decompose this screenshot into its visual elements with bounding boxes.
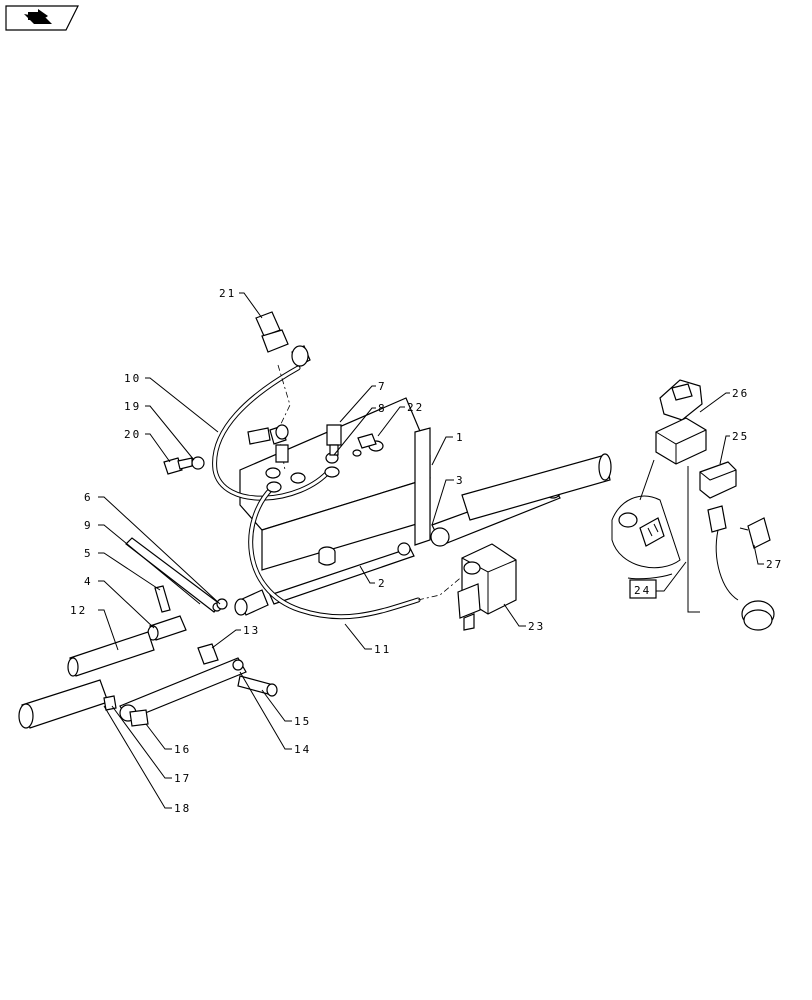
callout-15: 15 [294, 715, 311, 728]
callout-7: 7 [378, 380, 387, 393]
callout-14: 14 [294, 743, 311, 756]
callout-17: 17 [174, 772, 191, 785]
callout-5: 5 [84, 547, 93, 560]
callout-22: 22 [407, 401, 424, 414]
main-frame-drawing [234, 397, 612, 616]
callout-9: 9 [84, 519, 93, 532]
hose-drawing [212, 364, 471, 620]
callout-1: 1 [456, 431, 465, 444]
valve-drawing [457, 543, 517, 631]
callout-12: 12 [70, 604, 87, 617]
callout-20: 20 [124, 428, 141, 441]
callout-10: 10 [124, 372, 141, 385]
callout-24: 24 [634, 584, 651, 597]
callout-2: 2 [378, 577, 387, 590]
callout-27: 27 [766, 558, 783, 571]
callout-labels: 21 10 19 20 7 8 22 1 3 6 9 5 4 12 13 2 1… [70, 287, 783, 815]
callout-11: 11 [374, 643, 391, 656]
return-button[interactable] [5, 5, 79, 31]
callout-3: 3 [456, 474, 465, 487]
callout-18: 18 [174, 802, 191, 815]
return-arrow-icon [24, 9, 52, 24]
callout-26: 26 [732, 387, 749, 400]
callout-6: 6 [84, 491, 93, 504]
inset-drawing [611, 379, 775, 631]
label-24-box [629, 579, 657, 599]
callout-25: 25 [732, 430, 749, 443]
callout-16: 16 [174, 743, 191, 756]
callout-8: 8 [378, 402, 387, 415]
link-parts-drawing [18, 537, 278, 729]
callout-13: 13 [243, 624, 260, 637]
callout-4: 4 [84, 575, 93, 588]
callout-19: 19 [124, 400, 141, 413]
leader-lines [98, 292, 764, 809]
callout-21: 21 [219, 287, 236, 300]
callout-23: 23 [528, 620, 545, 633]
